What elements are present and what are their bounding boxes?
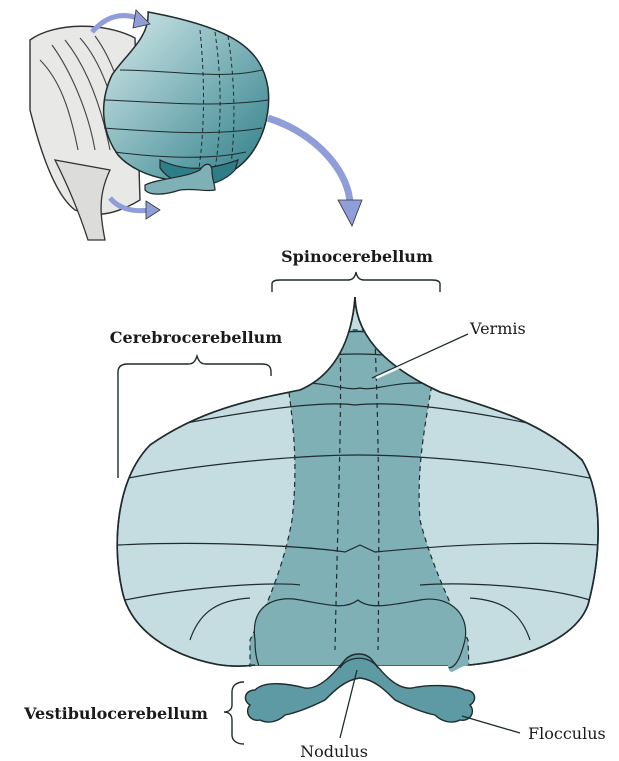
vestibulocerebellum-bracket xyxy=(224,682,244,744)
flocculus-label: Flocculus xyxy=(528,724,606,743)
vestibulocerebellum-label: Vestibulocerebellum xyxy=(23,704,208,723)
vermis-label: Vermis xyxy=(469,319,526,338)
spinocerebellum-bracket xyxy=(272,272,440,292)
vermis-leader-halo xyxy=(376,338,464,378)
main-arrow-head xyxy=(338,200,362,226)
cerebellum-body xyxy=(117,297,600,700)
nodulus-label: Nodulus xyxy=(300,742,368,761)
spinocerebellum-label: Spinocerebellum xyxy=(281,247,433,266)
thumbnail-arrow-bottom-head xyxy=(146,201,160,219)
vermis-leader xyxy=(372,334,468,378)
cerebrocerebellum-label: Cerebrocerebellum xyxy=(110,328,283,347)
flocculus-leader xyxy=(462,716,520,733)
main-arrow xyxy=(268,118,350,205)
